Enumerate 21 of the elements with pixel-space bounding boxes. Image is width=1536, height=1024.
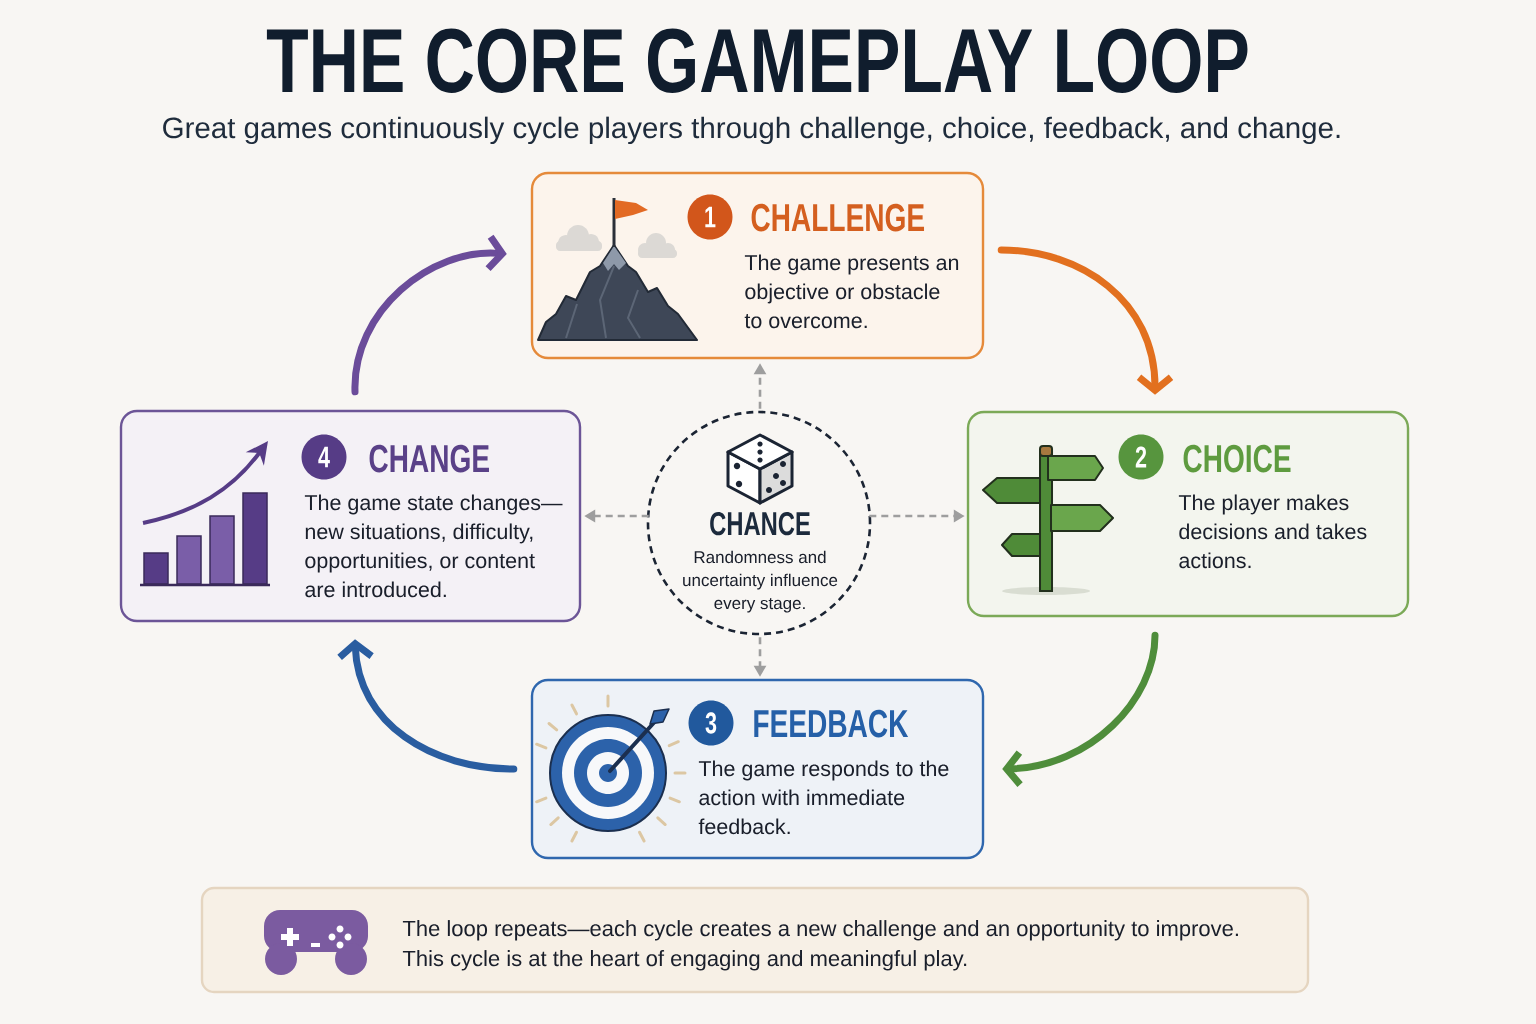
number-badge: 2 bbox=[1118, 434, 1164, 480]
description-text: The game presents an objective or obstacle to overcome. bbox=[744, 254, 959, 329]
circle-title: CHANCE bbox=[710, 511, 810, 536]
description-text: The game responds to the action with immediate feedback. bbox=[698, 760, 949, 835]
curved-arrow bbox=[337, 639, 518, 773]
curved-arrow bbox=[1002, 631, 1159, 787]
number-badge: 4 bbox=[301, 434, 347, 480]
description-text: Randomness and uncertainty influence every stage. bbox=[683, 550, 838, 613]
number-badge: 1 bbox=[687, 194, 733, 240]
note-text: The loop repeats—each cycle creates a new challenge and an opportunity to improve. This cycle is at the heart of engaging and meaningful play. bbox=[402, 920, 1238, 971]
number-badge: 3 bbox=[688, 700, 734, 746]
step-title: CHALLENGE bbox=[751, 203, 924, 232]
description-text: The game state changes—new situations, difficulty, opportunities, or content are introduced. bbox=[304, 494, 563, 598]
step-title: CHOICE bbox=[1183, 444, 1291, 473]
curved-arrow bbox=[351, 234, 507, 396]
title: THE CORE GAMEPLAY LOOP bbox=[266, 28, 1248, 93]
curved-arrow bbox=[997, 246, 1174, 395]
description-text: The player makes decisions and takes actions. bbox=[1178, 494, 1367, 569]
step-title: CHANGE bbox=[369, 444, 489, 473]
step-title: FEEDBACK bbox=[754, 709, 909, 738]
subtitle: Great games continuously cycle players through challenge, choice, feedback, and change. bbox=[163, 116, 1340, 145]
